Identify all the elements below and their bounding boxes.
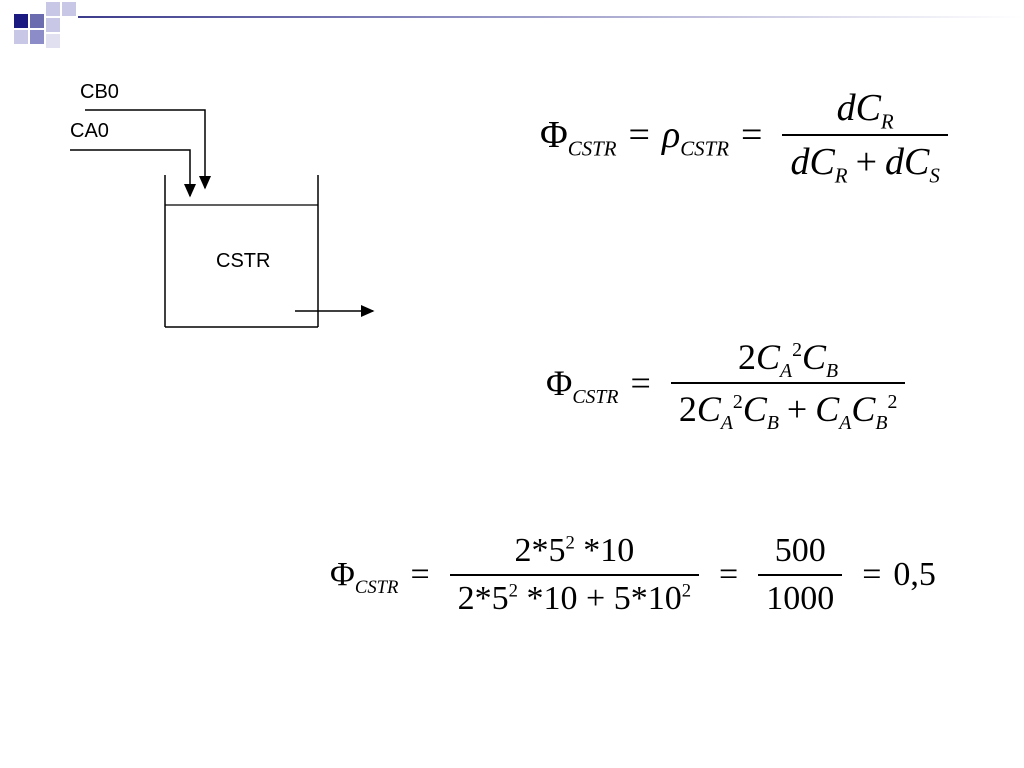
inlet-a-label: CA0 (70, 120, 109, 142)
phi-symbol: ΦCSTR (546, 363, 619, 409)
cstr-diagram (70, 109, 375, 328)
fraction-numeric: 2*52 *10 2*52 *10 + 5*102 (449, 532, 700, 618)
phi-symbol: ΦCSTR (540, 114, 617, 161)
fraction: 2CA2CB 2CA2CB+CACB2 (670, 336, 906, 433)
header-rule (78, 16, 1024, 18)
reactor-vessel (164, 175, 319, 328)
corner-decoration (14, 2, 76, 48)
inlet-a-line (70, 149, 196, 198)
result-value: 0,5 (893, 556, 936, 593)
reactor-label: CSTR (216, 250, 271, 272)
inlet-b-label: CB0 (80, 81, 119, 103)
fraction: dCR dCR+dCS (782, 86, 948, 186)
equation-selectivity-definition: ΦCSTR = ρCSTR = dCR dCR+dCS (540, 86, 956, 186)
inlet-b-line (85, 109, 211, 190)
phi-symbol: ΦCSTR (330, 556, 399, 598)
equation-selectivity-rates: ΦCSTR = 2CA2CB 2CA2CB+CACB2 (546, 336, 913, 433)
rho-symbol: ρCSTR (661, 114, 729, 161)
fraction-simplified: 500 1000 (758, 532, 843, 618)
equation-numeric-result: ΦCSTR = 2*52 *10 2*52 *10 + 5*102 = 500 … (330, 532, 936, 618)
